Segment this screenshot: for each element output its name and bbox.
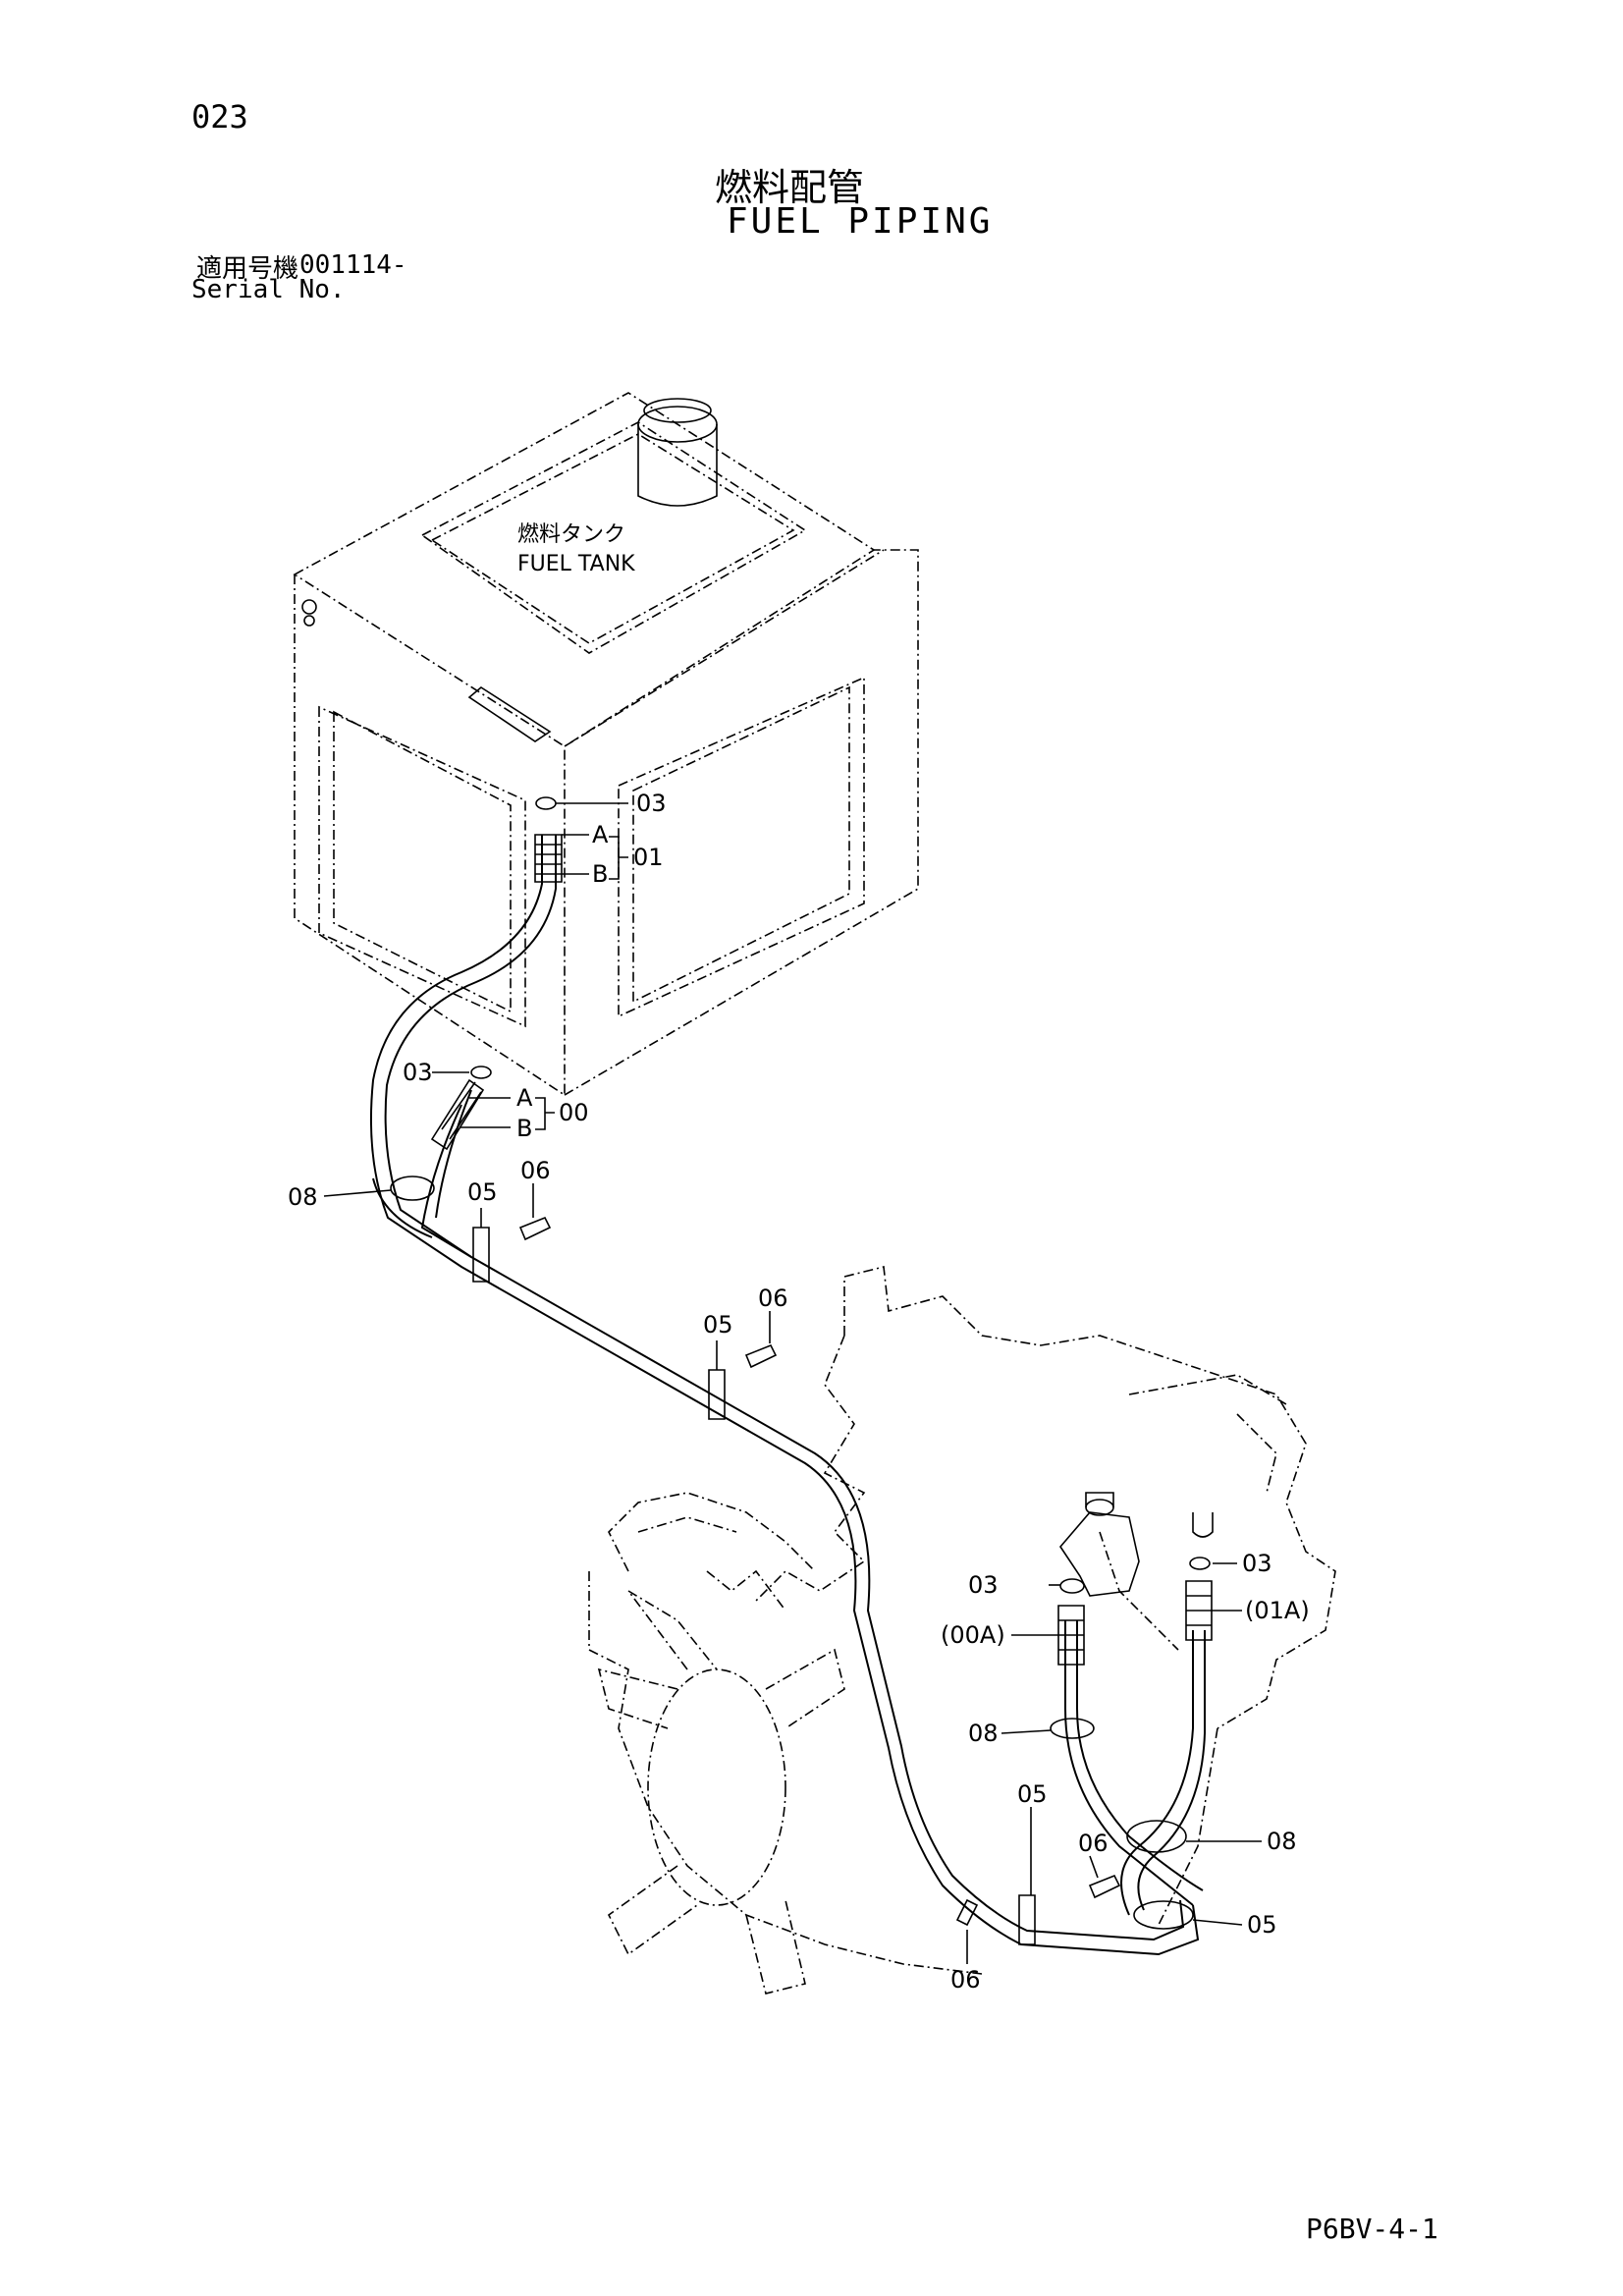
callout-06-b: 06 (758, 1285, 788, 1312)
callout-06-bottom: 06 (950, 1966, 981, 1994)
callout-05-b: 05 (703, 1311, 733, 1339)
fuel-hoses (369, 796, 1213, 1956)
fuel-tank-label-japanese: 燃料タンク (517, 522, 625, 547)
page-title-japanese: 燃料配管 (715, 166, 865, 209)
fuel-tank-label: FUEL TANK (517, 552, 635, 576)
callout-06-c: 06 (1078, 1830, 1109, 1857)
callout-03-center: 03 (968, 1571, 999, 1599)
callout-00: 00 (559, 1099, 589, 1126)
leader-lines (323, 802, 1262, 1964)
callout-b-top: B (592, 860, 608, 888)
callout-06-a: 06 (520, 1157, 551, 1184)
callout-00a: (00A) (941, 1621, 1005, 1649)
callout-a-mid: A (516, 1084, 533, 1112)
serial-number-value: 001114- (299, 250, 407, 280)
callout-03-right: 03 (1242, 1550, 1272, 1577)
callout-03-mid: 03 (403, 1059, 433, 1086)
serial-label: Serial No. (191, 275, 346, 304)
callout-03-top: 03 (636, 790, 667, 817)
page-number: 023 (191, 98, 248, 136)
figure-code: P6BV-4-1 (1306, 2213, 1438, 2245)
fuel-tank (293, 392, 919, 1097)
callout-08-right: 08 (1267, 1828, 1297, 1855)
serial-label-japanese: 適用号機 (196, 254, 299, 284)
callout-05-right: 05 (1247, 1911, 1277, 1939)
callout-a-top: A (592, 821, 609, 848)
callout-08-left: 08 (288, 1183, 318, 1211)
callout-b-mid: B (516, 1115, 532, 1142)
callout-05-a: 05 (467, 1178, 498, 1206)
page-title: FUEL PIPING (727, 201, 994, 242)
callout-01: 01 (633, 844, 664, 871)
engine (588, 1266, 1336, 1995)
callout-05-c: 05 (1017, 1780, 1048, 1808)
callout-08-center: 08 (968, 1720, 999, 1747)
callout-01a: (01A) (1245, 1597, 1310, 1624)
